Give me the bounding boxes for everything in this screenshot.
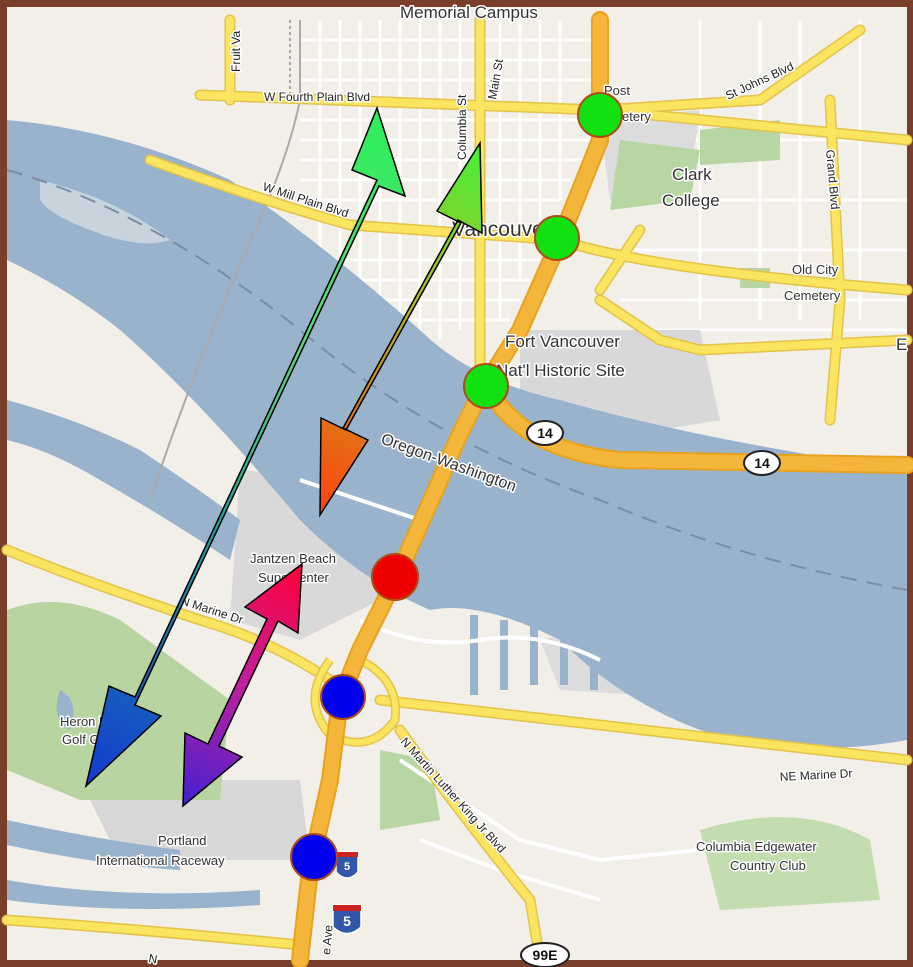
svg-text:5: 5 [344, 861, 350, 873]
green-marker-1[interactable] [577, 92, 623, 138]
label-fort-1: Fort Vancouver [505, 332, 620, 351]
svg-text:99E: 99E [533, 947, 558, 963]
street-columbia: Columbia St [455, 94, 469, 160]
label-fort-2: Nat'l Historic Site [496, 361, 625, 380]
blue-marker-2[interactable] [290, 833, 338, 881]
label-post-cemetery-2: etery [622, 109, 651, 124]
map-base [1, 7, 913, 967]
label-memorial-campus: Memorial Campus [400, 3, 538, 22]
sr14-shield-a: 14 [526, 420, 564, 446]
sr14-shield-b: 14 [743, 450, 781, 476]
us99e-shield: 99E [520, 942, 570, 967]
green-marker-2[interactable] [534, 215, 580, 261]
markers [290, 92, 623, 881]
street-fruit-valley: Fruit Va [229, 31, 243, 72]
label-clark-college-2: College [662, 191, 720, 210]
street-ne-marine: NE Marine Dr [779, 766, 852, 784]
arrow-green-orange [319, 140, 483, 518]
street-ave: e Ave [319, 924, 336, 955]
label-pir-1: Portland [158, 833, 206, 848]
i5-shield-a: 5 [335, 851, 359, 879]
label-columbia-2: Country Club [730, 858, 806, 873]
label-old-city-2: Cemetery [784, 288, 841, 303]
blue-marker-1[interactable] [320, 674, 366, 720]
street-fourth-plain: W Fourth Plain Blvd [264, 90, 370, 104]
label-clark-college-1: Clark [672, 165, 712, 184]
svg-text:14: 14 [537, 425, 553, 441]
label-columbia-1: Columbia Edgewater [696, 839, 817, 854]
label-old-city-1: Old City [792, 262, 839, 277]
street-grand: Grand Blvd [823, 149, 842, 210]
arrow-long-green-blue [84, 105, 407, 789]
arrow-red-purple [182, 562, 303, 808]
i5-shield-b: 5 [332, 904, 362, 935]
svg-text:5: 5 [343, 913, 351, 929]
label-pir-2: International Raceway [96, 853, 225, 868]
label-edge-e: E [896, 335, 907, 354]
street-n-bottom: N [147, 951, 158, 966]
svg-text:14: 14 [754, 455, 770, 471]
label-jantzen-1: Jantzen Beach [250, 551, 336, 566]
red-marker[interactable] [371, 553, 419, 601]
green-marker-3[interactable] [463, 363, 509, 409]
